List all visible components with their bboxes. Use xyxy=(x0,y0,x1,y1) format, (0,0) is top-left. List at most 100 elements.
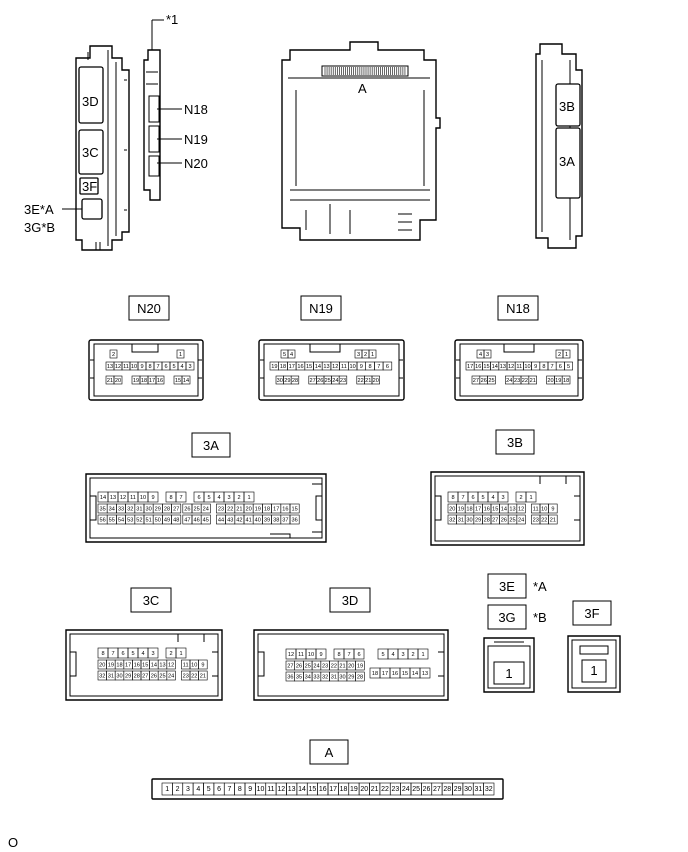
3d-pin-32: 32 xyxy=(322,675,328,681)
a-pin-15: 15 xyxy=(309,786,317,793)
3c-pin-15: 15 xyxy=(142,663,148,669)
n18-pin-25-cell xyxy=(487,375,496,385)
3a-pin-6: 6 xyxy=(197,495,200,501)
n18-pin-19: 19 xyxy=(555,378,561,384)
3c-pin-13: 13 xyxy=(159,663,165,669)
3b-pin-21-cell xyxy=(548,514,558,525)
3d-pin-19: 19 xyxy=(357,664,363,670)
3b-pin-3: 3 xyxy=(501,495,504,501)
n20-pin-2: 2 xyxy=(112,352,115,358)
3c-pin-27: 27 xyxy=(142,674,148,680)
n18-pin-26: 26 xyxy=(481,378,487,384)
3b-pin-12-cell xyxy=(516,503,526,514)
right-callout-3a: 3A xyxy=(559,154,575,169)
3c-pin-3-cell xyxy=(147,647,159,659)
n19-pin-7: 7 xyxy=(377,364,380,370)
a-pin-31: 31 xyxy=(475,786,483,793)
3c-pin-9-cell xyxy=(198,659,208,670)
center-port-a xyxy=(321,65,409,77)
n18-pin-20: 20 xyxy=(547,378,553,384)
3b-pin-19: 19 xyxy=(458,507,464,513)
connector-3e: 1 xyxy=(483,637,535,693)
3b-pin-23: 23 xyxy=(533,518,539,524)
footer-code: O xyxy=(8,835,18,850)
n19-pin-3: 3 xyxy=(357,352,360,358)
n19-pin-6: 6 xyxy=(386,364,389,370)
label-3c: 3C xyxy=(143,593,160,608)
strip-callout-n20: N20 xyxy=(184,156,208,171)
n18-pin-5: 5 xyxy=(567,364,570,370)
3a-pin-48: 48 xyxy=(173,518,179,524)
n19-pin-2: 2 xyxy=(364,352,367,358)
3e-pin-cell xyxy=(493,661,525,685)
n19-pin-6-cell xyxy=(382,361,393,371)
3d-pin-2: 2 xyxy=(411,652,414,658)
3e-pin: 1 xyxy=(505,666,512,681)
n20-pin-19: 19 xyxy=(133,378,139,384)
3b-pin-9-cell xyxy=(548,503,558,514)
label-3a: 3A xyxy=(203,438,219,453)
n20-pin-14-cell xyxy=(181,375,191,385)
3c-pin-21: 21 xyxy=(200,674,206,680)
3d-pin-35: 35 xyxy=(296,675,302,681)
3d-pin-6: 6 xyxy=(357,652,360,658)
3a-pin-44: 44 xyxy=(218,518,224,524)
n19-pin-11: 11 xyxy=(341,364,347,370)
3b-pin-5: 5 xyxy=(481,495,484,501)
3a-pin-33: 33 xyxy=(118,507,124,513)
3d-pin-8: 8 xyxy=(337,652,340,658)
3a-pin-16: 16 xyxy=(282,507,288,513)
n18-pin-17: 17 xyxy=(467,364,473,370)
3a-pin-43: 43 xyxy=(227,518,233,524)
left-port-3e-3g xyxy=(81,198,103,220)
3a-pin-49: 49 xyxy=(164,518,170,524)
3d-pin-10: 10 xyxy=(308,652,314,658)
strip-callout-n18: N18 xyxy=(184,102,208,117)
label-box-3c xyxy=(130,587,172,613)
n19-pin-16: 16 xyxy=(297,364,303,370)
a-pin-14: 14 xyxy=(298,786,306,793)
3d-pin-25: 25 xyxy=(305,664,311,670)
3d-pin-36: 36 xyxy=(287,675,293,681)
3b-pin-29: 29 xyxy=(475,518,481,524)
3c-pin-30: 30 xyxy=(116,674,122,680)
3a-pin-11: 11 xyxy=(130,495,136,501)
3c-pin-19: 19 xyxy=(108,663,114,669)
n19-pin-15: 15 xyxy=(306,364,312,370)
a-pin-10: 10 xyxy=(257,786,265,793)
3b-pin-4: 4 xyxy=(491,495,494,501)
3a-pin-8: 8 xyxy=(169,495,172,501)
3d-pin-19-cell xyxy=(355,660,365,671)
n19-pin-8: 8 xyxy=(368,364,371,370)
n20-pin-12: 12 xyxy=(115,364,121,370)
3b-pin-25: 25 xyxy=(509,518,515,524)
left-side-callout-2: 3G*B xyxy=(24,220,55,235)
a-pin-3: 3 xyxy=(186,786,190,793)
left-port-3c xyxy=(78,129,104,175)
3a-pin-28: 28 xyxy=(164,507,170,513)
n19-pin-22: 22 xyxy=(357,378,363,384)
n19-pin-17: 17 xyxy=(289,364,295,370)
label-box-a xyxy=(309,739,349,765)
n20-pin-3: 3 xyxy=(188,364,191,370)
center-ecu-body: A xyxy=(281,41,441,241)
3b-pin-21: 21 xyxy=(550,518,556,524)
a-pin-28: 28 xyxy=(443,786,451,793)
3b-pin-9: 9 xyxy=(551,507,554,513)
3d-pin-29: 29 xyxy=(348,675,354,681)
3d-pin-16: 16 xyxy=(392,671,398,677)
n18-pin-3: 3 xyxy=(486,352,489,358)
3c-pin-1-cell xyxy=(175,647,187,659)
3a-pin-29: 29 xyxy=(155,507,161,513)
a-pin-22: 22 xyxy=(381,786,389,793)
3c-pin-5: 5 xyxy=(131,651,134,657)
a-pin-1: 1 xyxy=(165,786,169,793)
n18-pin-5-cell xyxy=(564,361,573,371)
n18-pin-21: 21 xyxy=(530,378,536,384)
a-pin-24: 24 xyxy=(402,786,410,793)
strip-note: *1 xyxy=(166,12,178,27)
